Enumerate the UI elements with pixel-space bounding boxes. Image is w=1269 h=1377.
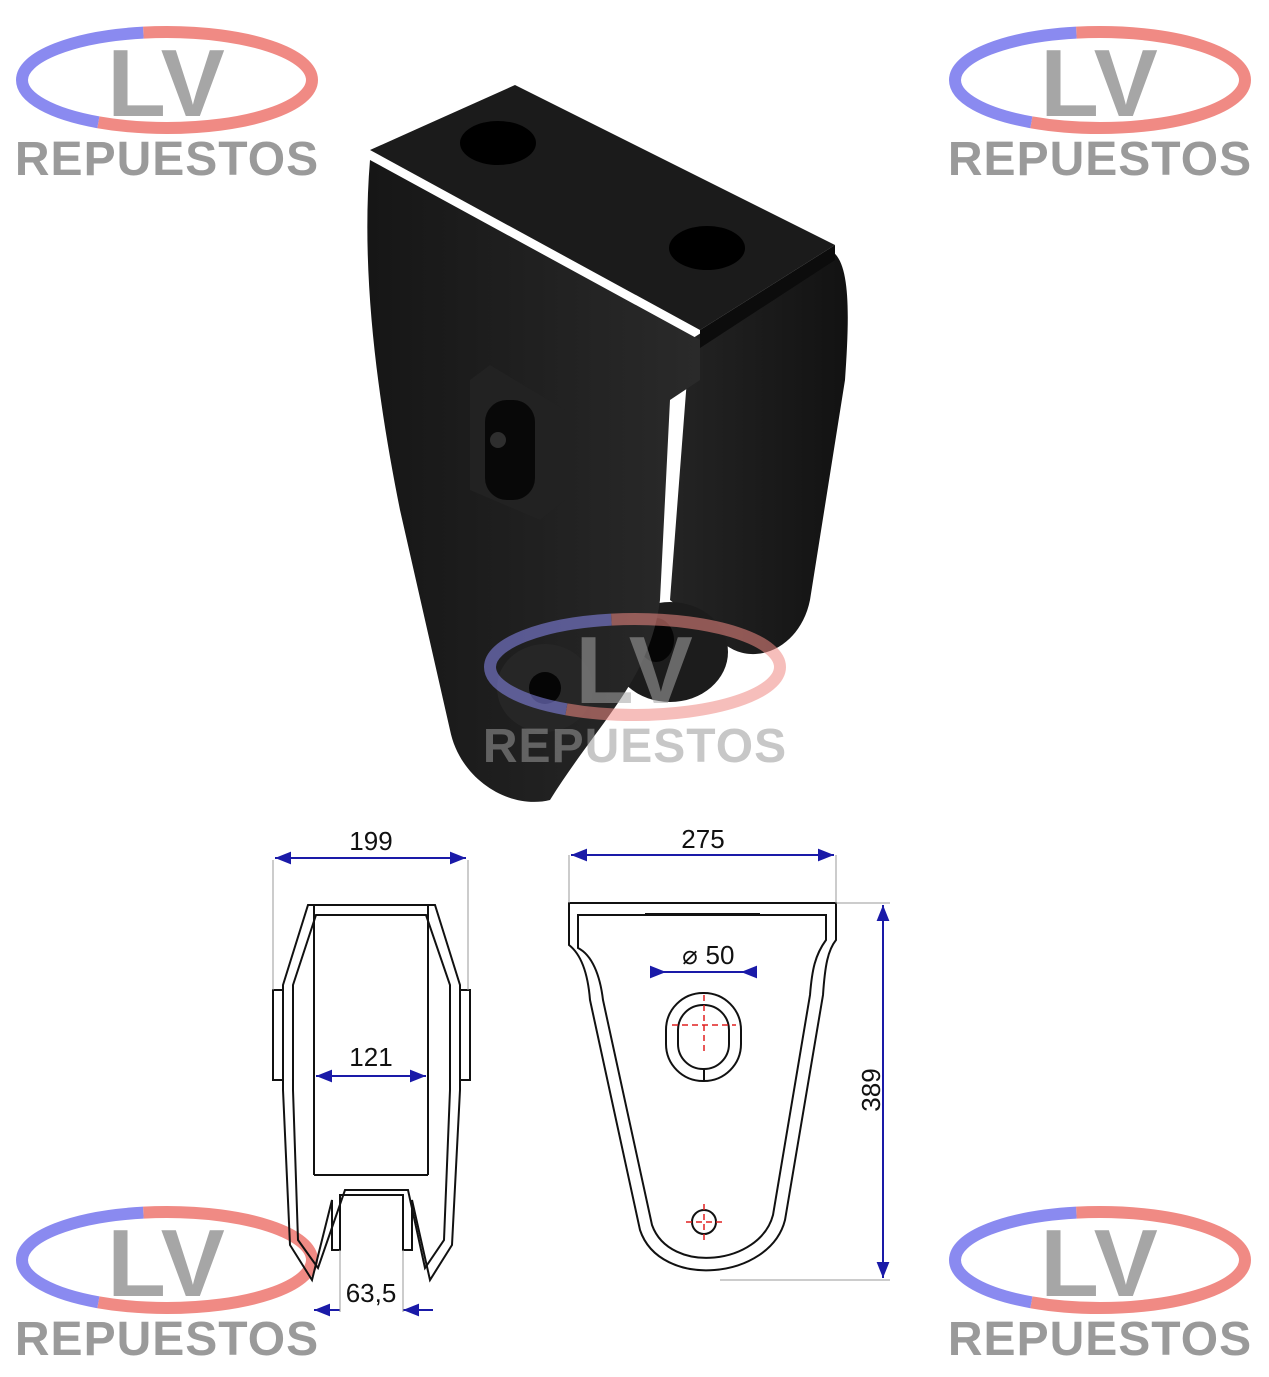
logo-lv-text: LV [107,1210,227,1317]
dim-slot-width-label: 63,5 [346,1278,397,1308]
logo-swoosh-icon [16,26,318,134]
logo-brand-text: REPUESTOS [14,133,320,186]
logo-swoosh-icon [484,613,786,721]
logo-brand-text: REPUESTOS [482,720,788,773]
logo-lv-text: LV [107,30,227,137]
front-view-dimensions [272,851,469,1317]
watermark-logo-top-left: LV REPUESTOS [12,18,322,184]
logo-brand-text: REPUESTOS [947,1313,1253,1366]
logo-swoosh-icon [949,1206,1251,1314]
watermark-logo-center: LV REPUESTOS [480,605,790,771]
dim-diameter-label: 50 [706,940,735,970]
side-view-drawing [568,902,837,1272]
side-view-dimensions [568,848,890,1281]
dim-total-width-label: 199 [349,826,392,856]
logo-brand-text: REPUESTOS [947,133,1253,186]
front-view-drawing [272,904,471,1283]
watermark-logo-bottom-right: LV REPUESTOS [945,1198,1255,1364]
watermark-logo-top-right: LV REPUESTOS [945,18,1255,184]
dim-height-label: 389 [856,1068,886,1111]
dim-inner-width-label: 121 [349,1042,392,1072]
logo-lv-text: LV [1040,30,1160,137]
logo-swoosh-icon [949,26,1251,134]
logo-lv-text: LV [575,617,695,724]
diameter-symbol-icon: ⌀ [682,940,698,970]
side-view-centerlines [672,995,736,1240]
bracket-3d-render-icon [367,85,848,802]
logo-brand-text: REPUESTOS [14,1313,320,1366]
dim-side-width-label: 275 [681,824,724,854]
logo-lv-text: LV [1040,1210,1160,1317]
